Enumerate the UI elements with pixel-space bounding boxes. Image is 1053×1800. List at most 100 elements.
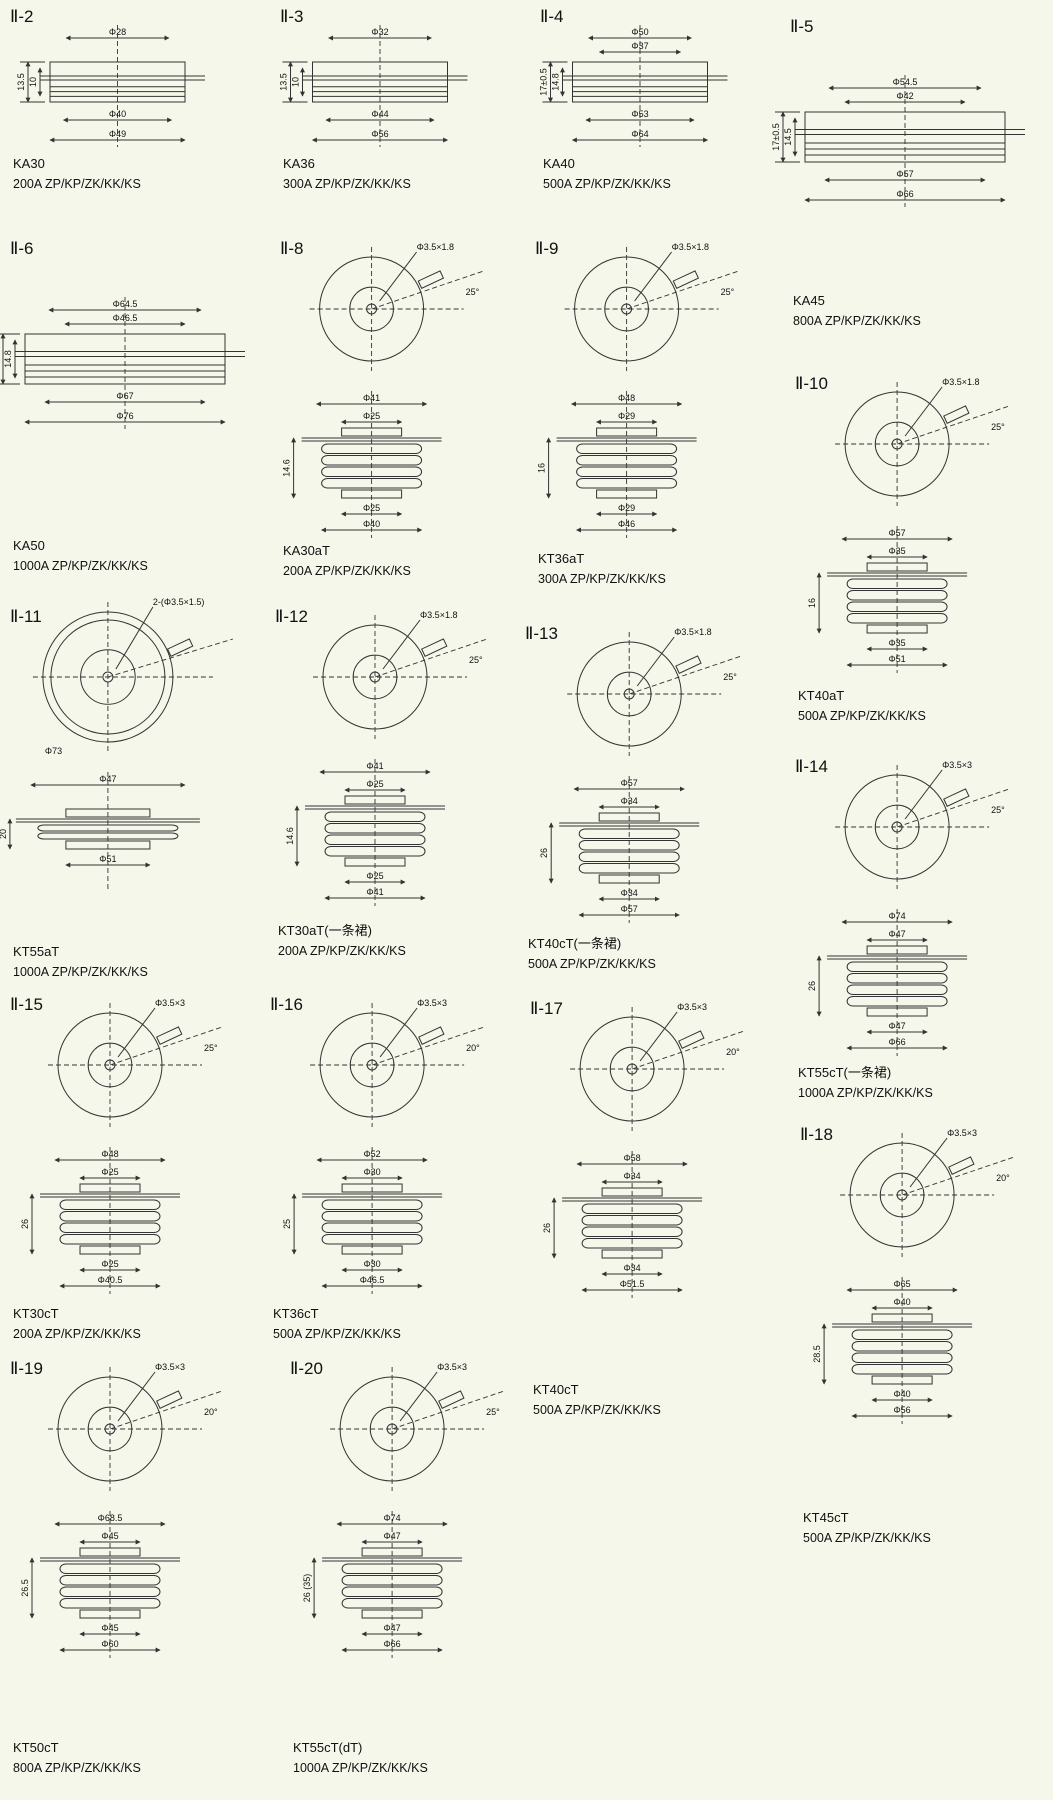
gate-spec: Φ3.5×3 [155, 998, 185, 1008]
model-name: KT55cT(一条裙) [798, 1065, 891, 1080]
gate-lead [675, 655, 702, 674]
dimension-label: Φ65 [893, 1279, 910, 1289]
dimension-label: 26.5 [20, 1579, 30, 1597]
angle-line [901, 1156, 1015, 1196]
angle-line [631, 1030, 745, 1070]
dimension-label: Φ41 [366, 887, 383, 897]
dimension-label: Φ25 [363, 503, 380, 513]
dimension-label: Φ30 [363, 1259, 380, 1269]
gate-lead [421, 638, 448, 657]
dimension-label: Φ51.5 [620, 1279, 645, 1289]
leader-line [904, 769, 943, 820]
dimension-label: Φ41 [366, 761, 383, 771]
angle-line [371, 270, 484, 310]
dimension-label: 17±0.5 [771, 123, 781, 150]
leader-line [904, 386, 943, 437]
gate-spec: Φ3.5×1.8 [674, 627, 711, 637]
gate-lead [166, 638, 194, 657]
dimension-label: 14.5 [783, 128, 793, 146]
angle-line [629, 655, 742, 695]
gate-lead [943, 405, 970, 424]
angle-line [107, 638, 234, 678]
angle-line [626, 270, 739, 310]
gate-lead [156, 1026, 183, 1045]
dimension-label: Φ40 [893, 1389, 910, 1399]
angle-label: 25° [466, 287, 480, 297]
gate-lead [943, 788, 970, 807]
dimension-label: Φ46 [618, 519, 635, 529]
dimension-label: Φ68.5 [98, 1513, 123, 1523]
rating-text: 1000A ZP/KP/ZK/KK/KS [798, 1086, 933, 1100]
ka-body [572, 61, 708, 103]
rating-text: 800A ZP/KP/ZK/KK/KS [13, 1761, 141, 1775]
rating-text: 500A ZP/KP/ZK/KK/KS [533, 1403, 661, 1417]
angle-label: 20° [466, 1043, 480, 1053]
dimension-label: 28.5 [812, 1345, 822, 1363]
outer-diameter-label: Φ73 [45, 746, 62, 756]
leader-line [115, 606, 154, 670]
rating-text: 800A ZP/KP/ZK/KK/KS [793, 314, 921, 328]
angle-line [896, 788, 1010, 828]
model-name: KT45cT [803, 1510, 849, 1525]
inner-electrode-circle [606, 671, 652, 717]
dimension-label: 16 [537, 463, 547, 473]
dimension-label: 10 [291, 77, 301, 87]
dimension-label: Φ74 [888, 911, 905, 921]
inner-electrode-circle [80, 649, 136, 705]
angle-line [391, 1390, 505, 1430]
model-name: KT55cT(dT) [293, 1740, 362, 1755]
angle-label: 25° [723, 672, 737, 682]
dimension-label: Φ48 [101, 1149, 118, 1159]
gate-spec: Φ3.5×3 [417, 998, 447, 1008]
model-name: KT40cT [533, 1382, 579, 1397]
rating-text: 200A ZP/KP/ZK/KK/KS [283, 564, 411, 578]
dimension-label: Φ57 [888, 528, 905, 538]
panel-id: Ⅱ-2 [10, 7, 33, 26]
dimension-label: Φ64 [631, 129, 648, 139]
model-name: KT50cT [13, 1740, 59, 1755]
panel-id: Ⅱ-5 [790, 17, 813, 36]
panel-id: Ⅱ-9 [535, 239, 558, 258]
dimension-label: Φ40 [109, 109, 126, 119]
model-name: KT30cT [13, 1306, 59, 1321]
panel-id: Ⅱ-6 [10, 239, 33, 258]
dimension-label: Φ47 [383, 1623, 400, 1633]
dimension-label: Φ47 [888, 1021, 905, 1031]
dimension-label: Φ51 [888, 654, 905, 664]
rating-text: 200A ZP/KP/ZK/KK/KS [278, 944, 406, 958]
angle-line [109, 1390, 223, 1430]
leader-line [399, 1371, 438, 1422]
dimension-label: Φ54.5 [893, 77, 918, 87]
dimension-label: Φ57 [621, 778, 638, 788]
leader-line [382, 619, 421, 670]
rating-text: 1000A ZP/KP/ZK/KK/KS [293, 1761, 428, 1775]
gate-spec: Φ3.5×1.8 [672, 242, 709, 252]
gate-spec: Φ3.5×1.8 [420, 610, 457, 620]
angle-line [371, 1026, 485, 1066]
dimension-label: Φ34 [621, 888, 638, 898]
dimension-label: 20 [0, 829, 8, 839]
angle-label: 25° [991, 422, 1005, 432]
panel-id: Ⅱ-11 [10, 607, 42, 626]
dimension-label: Φ32 [371, 27, 388, 37]
gate-spec: Φ3.5×1.8 [417, 242, 454, 252]
dimension-label: 26 [807, 981, 817, 991]
model-name: KA50 [13, 538, 45, 553]
dimension-label: 17±0.5 [0, 345, 1, 372]
model-name: KT40cT(一条裙) [528, 936, 621, 951]
panel-id: Ⅱ-12 [275, 607, 308, 626]
rating-text: 1000A ZP/KP/ZK/KK/KS [13, 965, 148, 979]
dimension-label: Φ60 [101, 1639, 118, 1649]
dimension-label: Φ50 [631, 27, 648, 37]
